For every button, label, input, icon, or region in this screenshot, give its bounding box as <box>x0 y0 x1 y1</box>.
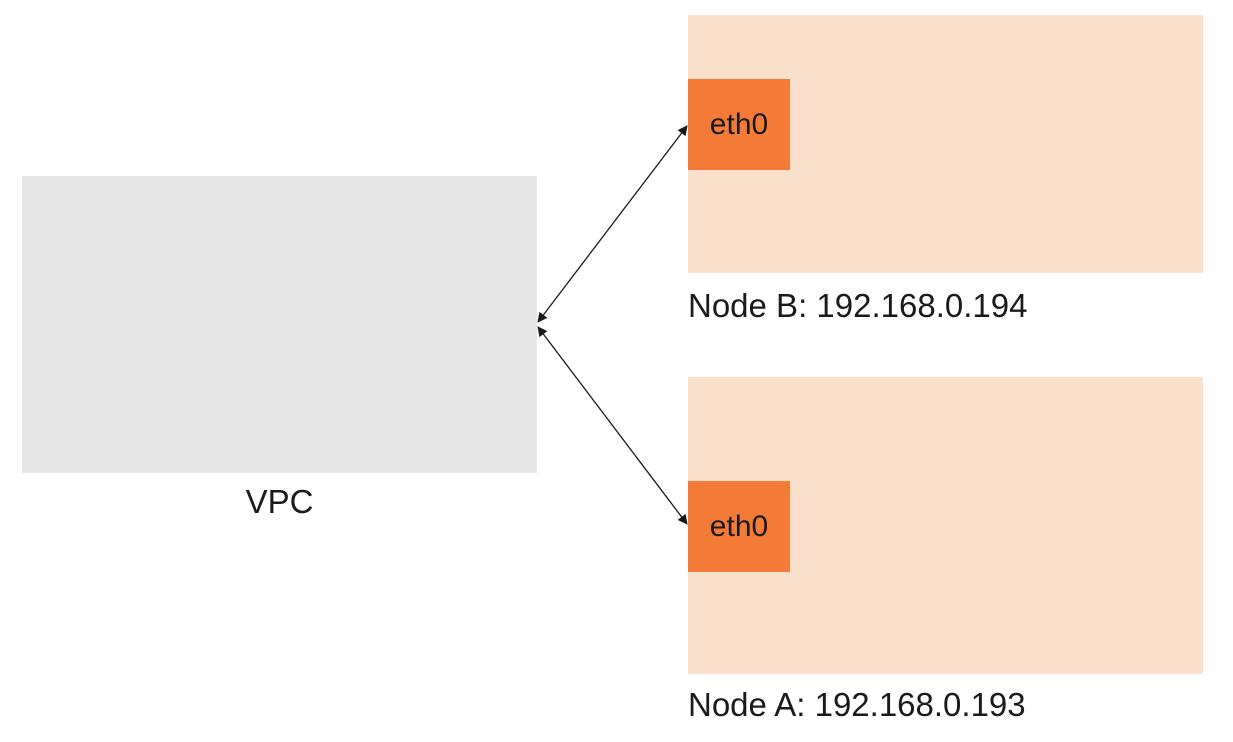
vpc-label: VPC <box>245 483 314 520</box>
node-a-label: Node A: 192.168.0.193 <box>688 686 1026 723</box>
node-a-eth0-interface: eth0 <box>688 481 790 572</box>
node-b-label: Node B: 192.168.0.194 <box>688 287 1028 324</box>
vpc-to-node-a-arrow <box>537 326 688 525</box>
vpc-box <box>22 176 537 473</box>
vpc-to-node-b-arrow <box>537 125 688 323</box>
node-b-eth0-interface: eth0 <box>688 79 790 170</box>
